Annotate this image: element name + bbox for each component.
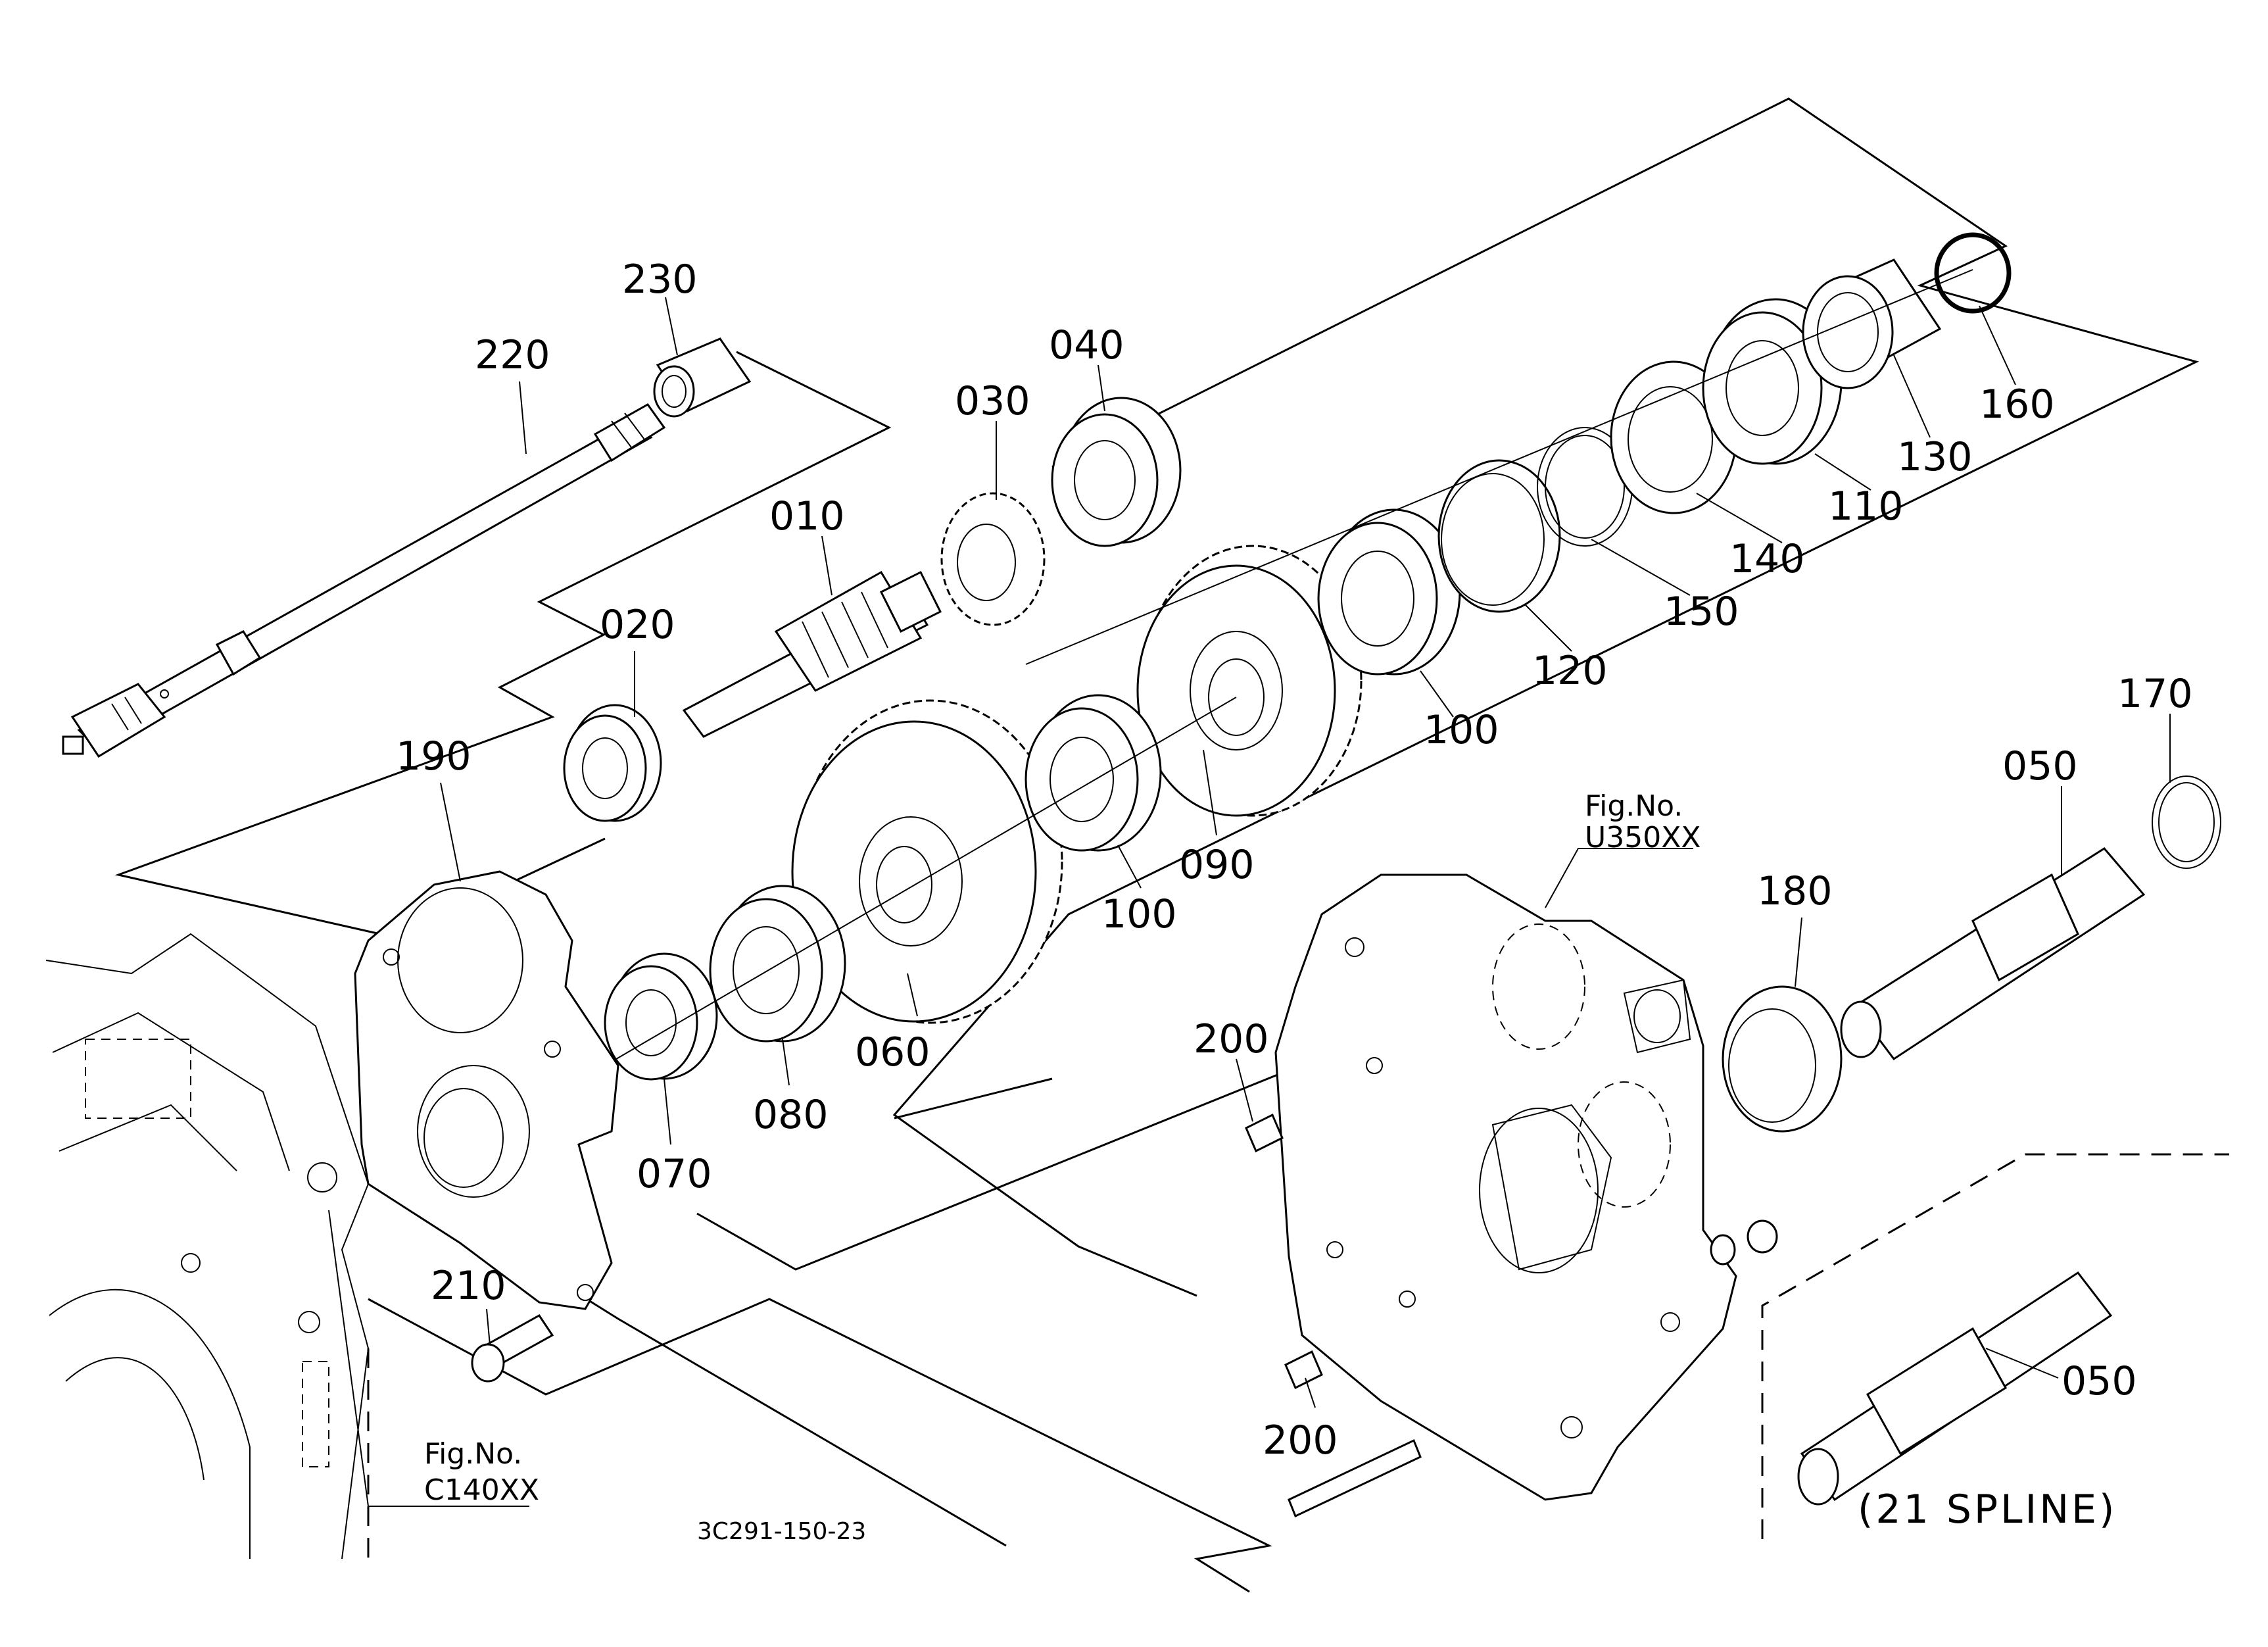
bush-230 [653, 337, 752, 418]
pto-shaft-050 [1840, 847, 2146, 1061]
axis-line-lower [604, 697, 1237, 1066]
gear-030 [940, 492, 1046, 626]
ring-120 [1437, 459, 1561, 613]
part-labels: 230 220 010 020 030 040 100 120 150 140 … [396, 257, 2193, 1463]
gear-060 [791, 699, 1063, 1024]
label-050a: 050 [2002, 743, 2078, 789]
pin-200b [1284, 1350, 1323, 1390]
drawing-code: 3C291-150-23 [697, 1518, 866, 1545]
label-100b: 100 [1101, 891, 1177, 937]
spline-shaft-050-inset [1797, 1271, 2113, 1506]
snap-ring-170 [2152, 775, 2221, 869]
label-210: 210 [431, 1263, 506, 1309]
label-190: 190 [396, 733, 471, 779]
o-ring-160 [1934, 232, 2012, 314]
label-170: 170 [2117, 671, 2193, 717]
label-030: 030 [955, 378, 1030, 424]
label-160: 160 [1979, 381, 2055, 428]
left-housing [45, 933, 370, 1560]
ref-c140-code: C140XX [424, 1473, 539, 1507]
shaft-220 [62, 403, 666, 758]
label-150: 150 [1664, 589, 1739, 635]
inset-boundary [1761, 1153, 2229, 1539]
label-200a: 200 [1194, 1016, 1269, 1062]
label-070: 070 [637, 1151, 712, 1197]
label-130: 130 [1897, 434, 1973, 480]
label-010: 010 [769, 493, 845, 539]
label-060: 060 [855, 1029, 930, 1075]
bearing-080 [709, 885, 846, 1043]
bearing-130 [1802, 258, 1942, 389]
oil-seal-180 [1722, 985, 1843, 1133]
label-120: 120 [1532, 648, 1608, 694]
axis-line-upper [1025, 269, 1973, 665]
figure-references: Fig.No. U350XX Fig.No. C140XX [424, 789, 1701, 1507]
bolt-210 [471, 1314, 554, 1383]
label-040: 040 [1049, 322, 1124, 368]
pin-200a [1245, 1113, 1284, 1153]
label-020: 020 [600, 602, 675, 648]
label-220: 220 [475, 332, 550, 378]
gear-090 [1136, 545, 1363, 817]
bearing-100a [1317, 508, 1461, 676]
inset-caption: (21 SPLINE) [1858, 1487, 2117, 1533]
label-090: 090 [1179, 842, 1255, 888]
label-110: 110 [1828, 483, 1904, 529]
shaft-outline [114, 351, 892, 939]
plate-190 [354, 870, 619, 1310]
label-100a: 100 [1424, 707, 1499, 753]
ref-c140-fig: Fig.No. [424, 1437, 522, 1471]
bearing-020 [563, 704, 662, 822]
ref-u350-code: U350XX [1585, 821, 1701, 854]
leader-lines [328, 297, 2171, 1507]
bearing-070 [604, 952, 718, 1081]
label-180: 180 [1757, 868, 1833, 914]
stud-bolt [1288, 1438, 1422, 1518]
nut-washer [1710, 1219, 1778, 1266]
label-140: 140 [1729, 536, 1805, 582]
label-200b: 200 [1263, 1417, 1338, 1463]
bolt-outline [565, 1285, 1007, 1547]
pinion-shaft-010 [682, 570, 942, 738]
bearing-040 [1051, 397, 1182, 547]
assembly-outline [892, 97, 2200, 1297]
ref-u350-fig: Fig.No. [1585, 789, 1683, 823]
label-080: 080 [753, 1092, 829, 1138]
transmission-case [1274, 873, 1737, 1501]
label-050b: 050 [2062, 1358, 2137, 1404]
label-230: 230 [622, 257, 698, 303]
lower-outline-2 [368, 1298, 1272, 1593]
bearing-100b [1025, 694, 1162, 852]
case-outline-line [894, 1077, 1053, 1119]
